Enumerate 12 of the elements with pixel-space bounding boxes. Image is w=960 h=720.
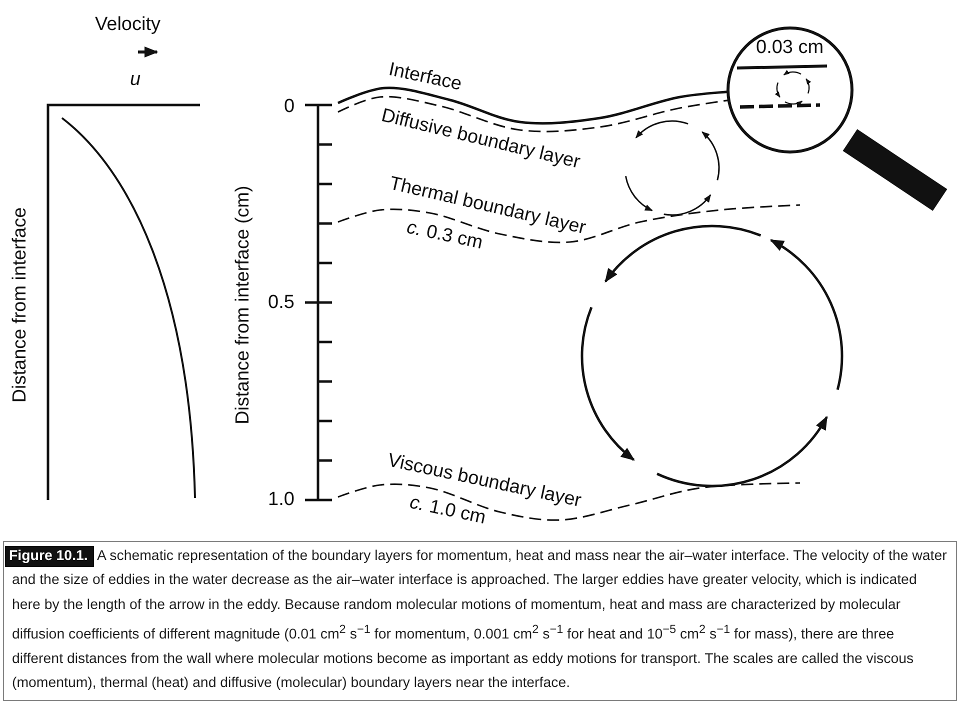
figure-caption: Figure 10.1. A schematic representation of the boundary layers for momentum, heat and mass near the air–water interface. The velocity of the water and the size of eddies in the water decrease as the air–water interface is approached. The larger eddies have greater velocity, which is indicated here by the length of the arrow in the eddy. Because random molecular motions of momentum, heat and mass are characterized by molecular diffusion coefficients of different magnitude (0.01 cm$^{2}$ s$^{−1}$ for momentum, 0.001 cm$^{2}$ s$^{−1}$ for heat and 10$^{−5}$ cm$^{2}$ s$^{−1}$ for mass), there are three different distances from the wall where molecular motions become as important as eddy motions for transport. The scales are called the viscous (momentum), thermal (heat) and diffusive (molecular) boundary layers near the interface. (3, 541, 957, 701)
layer-label: Interface (387, 60, 464, 94)
axis-title: Distance from interface (10, 207, 30, 403)
thickness-label: c. 1.0 cm (408, 493, 488, 528)
tick-label: 0 (284, 97, 295, 116)
axis-title: Velocity (95, 15, 160, 34)
symbol-label: u (130, 70, 141, 89)
thickness-label: c. 0.3 cm (405, 218, 484, 253)
tick-label: 0.5 (268, 293, 294, 312)
axis-title: Distance from interface (cm) (234, 186, 252, 424)
tick-label: 1.0 (268, 490, 294, 509)
scale-label: 0.03 cm (756, 38, 824, 57)
